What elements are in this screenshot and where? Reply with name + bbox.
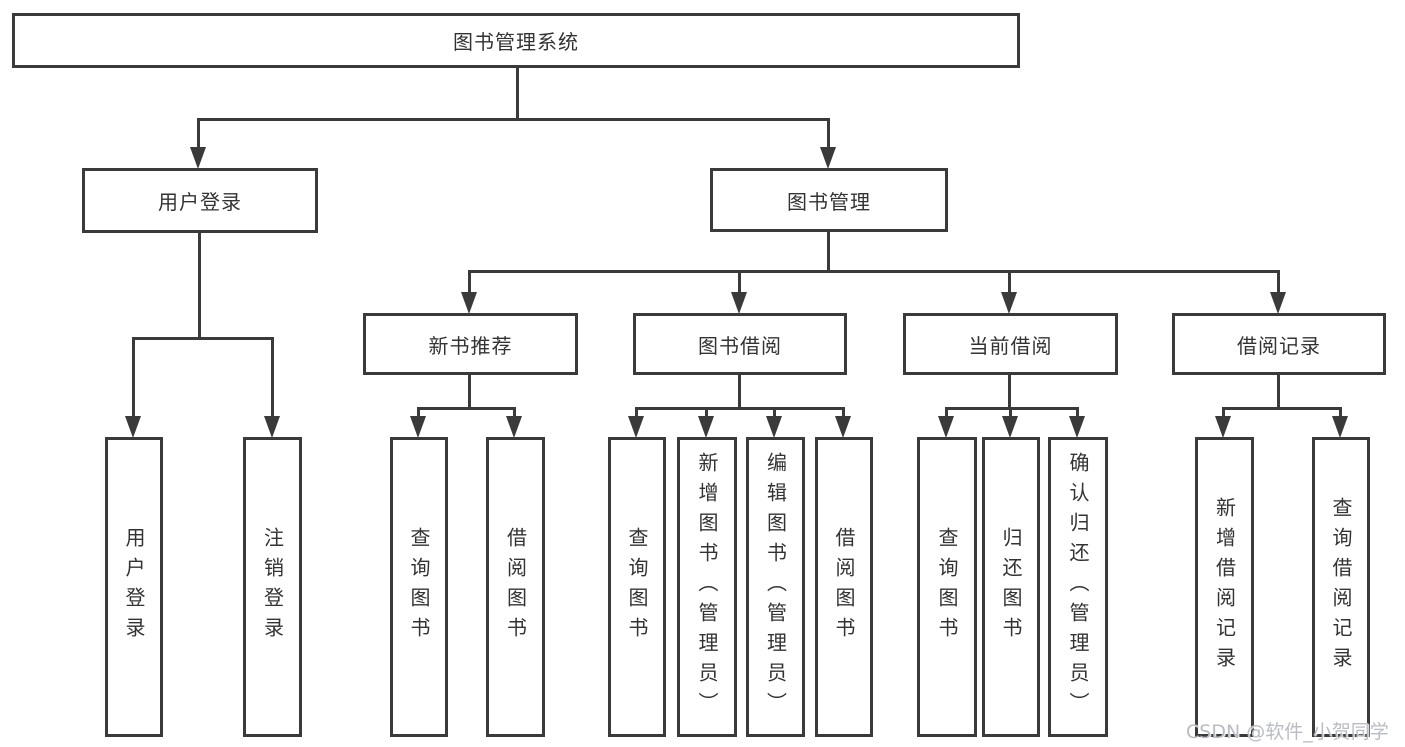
connector-line	[738, 374, 741, 410]
node-new-book-recommend-label: 新书推荐	[428, 333, 513, 358]
connector-line	[1008, 270, 1011, 295]
leaf-borrow-books-label: 借阅图书	[832, 527, 856, 647]
connector-line	[827, 118, 830, 151]
node-new-book-recommend: 新书推荐	[363, 313, 578, 375]
root-node-label: 图书管理系统	[453, 30, 579, 54]
node-book-borrow: 图书借阅	[633, 313, 847, 375]
connector-line	[417, 407, 516, 410]
connector-line	[197, 118, 200, 151]
root-node-library-system: 图书管理系统	[12, 13, 1020, 68]
connector-line	[513, 407, 516, 419]
arrow-down-icon	[820, 147, 836, 169]
connector-line	[773, 407, 776, 419]
arrow-down-icon	[190, 147, 206, 169]
leaf-logout-label: 注销登录	[260, 527, 285, 647]
connector-line	[198, 232, 201, 340]
arrow-down-icon	[125, 416, 141, 438]
connector-line	[1222, 407, 1342, 410]
connector-line	[132, 337, 274, 340]
node-user-login-label: 用户登录	[158, 190, 242, 214]
leaf-current-query-books: 查询图书	[917, 437, 977, 737]
arrow-down-icon	[506, 416, 522, 438]
connector-line	[945, 407, 1079, 410]
connector-line	[635, 407, 845, 410]
connector-line	[1339, 407, 1342, 419]
node-book-management-label: 图书管理	[787, 189, 871, 214]
arrow-down-icon	[1332, 416, 1348, 438]
connector-line	[945, 407, 948, 419]
leaf-recommend-borrow-books: 借阅图书	[486, 437, 545, 737]
connector-line	[1222, 407, 1225, 419]
csdn-watermark: CSDN @软件_小贺同学	[1186, 721, 1389, 743]
connector-line	[1009, 407, 1012, 419]
connector-line	[1008, 374, 1011, 410]
connector-line	[468, 270, 1280, 273]
leaf-confirm-return-admin-label: 确认归还（管理员）	[1066, 452, 1090, 722]
leaf-confirm-return-admin: 确认归还（管理员）	[1048, 437, 1108, 737]
arrow-down-icon	[1069, 416, 1085, 438]
connector-line	[1277, 270, 1280, 295]
arrow-down-icon	[1001, 292, 1017, 314]
arrow-down-icon	[938, 416, 954, 438]
connector-line	[468, 374, 471, 410]
connector-line	[842, 407, 845, 419]
leaf-borrow-books: 借阅图书	[815, 437, 873, 737]
arrow-down-icon	[264, 416, 280, 438]
connector-line	[417, 407, 420, 419]
arrow-down-icon	[1270, 292, 1286, 314]
arrow-down-icon	[1215, 416, 1231, 438]
node-current-borrow: 当前借阅	[903, 313, 1118, 375]
arrow-down-icon	[461, 292, 477, 314]
leaf-add-books-admin-label: 新增图书（管理员）	[695, 452, 719, 722]
node-user-login: 用户登录	[82, 168, 318, 233]
leaf-query-borrow-record: 查询借阅记录	[1312, 437, 1370, 737]
node-current-borrow-label: 当前借阅	[968, 333, 1053, 358]
leaf-current-query-books-label: 查询图书	[935, 527, 959, 647]
arrow-down-icon	[698, 416, 714, 438]
leaf-user-login: 用户登录	[105, 437, 163, 737]
connector-line	[738, 270, 741, 295]
leaf-edit-books-admin-label: 编辑图书（管理员）	[763, 452, 788, 722]
connector-line	[705, 407, 708, 419]
connector-line	[635, 407, 638, 419]
leaf-add-books-admin: 新增图书（管理员）	[677, 437, 737, 737]
leaf-recommend-query-books-label: 查询图书	[407, 527, 431, 647]
leaf-borrow-query-books-label: 查询图书	[625, 527, 649, 647]
connector-line	[827, 231, 830, 272]
arrow-down-icon	[410, 416, 426, 438]
node-book-borrow-label: 图书借阅	[698, 333, 782, 358]
connector-line	[516, 67, 519, 119]
arrow-down-icon	[766, 416, 782, 438]
connector-line	[271, 337, 274, 419]
leaf-add-borrow-record: 新增借阅记录	[1195, 437, 1254, 737]
leaf-recommend-borrow-books-label: 借阅图书	[503, 527, 528, 647]
arrow-down-icon	[628, 416, 644, 438]
connector-line	[132, 337, 135, 419]
leaf-edit-books-admin: 编辑图书（管理员）	[746, 437, 805, 737]
arrow-down-icon	[1002, 416, 1018, 438]
connector-line	[197, 118, 830, 121]
connector-line	[468, 270, 471, 295]
leaf-borrow-query-books: 查询图书	[608, 437, 666, 737]
leaf-return-books-label: 归还图书	[999, 527, 1023, 647]
connector-line	[1277, 374, 1280, 410]
leaf-query-borrow-record-label: 查询借阅记录	[1329, 497, 1353, 677]
node-borrow-records: 借阅记录	[1172, 313, 1386, 375]
node-borrow-records-label: 借阅记录	[1237, 333, 1321, 358]
arrow-down-icon	[731, 292, 747, 314]
leaf-logout: 注销登录	[243, 437, 302, 737]
leaf-user-login-label: 用户登录	[122, 527, 146, 647]
leaf-return-books: 归还图书	[982, 437, 1040, 737]
connector-line	[1076, 407, 1079, 419]
leaf-add-borrow-record-label: 新增借阅记录	[1212, 497, 1237, 677]
leaf-recommend-query-books: 查询图书	[390, 437, 448, 737]
arrow-down-icon	[835, 416, 851, 438]
node-book-management: 图书管理	[710, 168, 948, 232]
